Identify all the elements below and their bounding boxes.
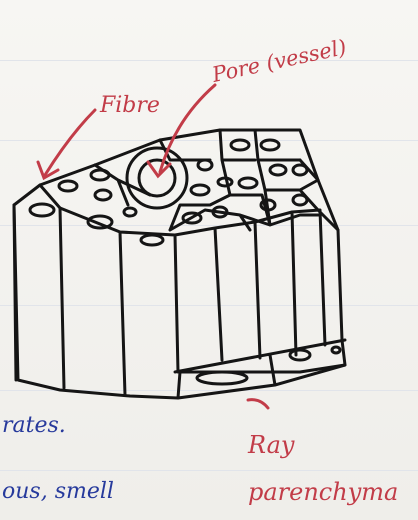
- cell-lumen: [196, 158, 214, 172]
- cell-lumen: [139, 233, 165, 247]
- ray-band: [173, 338, 347, 400]
- ray-label: Ray: [247, 431, 295, 459]
- fibre-label: Fibre: [99, 93, 160, 118]
- cell-lumen: [268, 163, 288, 177]
- ruled-line: [0, 305, 418, 306]
- cell-lumen: [211, 205, 229, 219]
- ray-cell-lumen: [288, 348, 312, 362]
- ray-cell-lumen: [195, 370, 249, 386]
- cell-lumen: [291, 193, 309, 207]
- ruled-line: [0, 470, 418, 471]
- cell-lumen: [93, 188, 113, 202]
- parenchyma-label: parenchyma: [248, 478, 398, 506]
- cell-lumen: [86, 214, 114, 230]
- pore-vessel-label: Pore (vessel): [209, 35, 348, 87]
- cell-lumen: [89, 168, 111, 182]
- cell-lumen: [259, 198, 277, 212]
- cell-lumen: [189, 183, 211, 197]
- cell-lumen: [216, 176, 234, 188]
- pore-arrow: [158, 83, 217, 174]
- ruled-line: [0, 225, 418, 226]
- ruled-line: [0, 60, 418, 61]
- ruled-line: [0, 140, 418, 141]
- vessel-pore-outer: [125, 146, 189, 210]
- note-fragment: ous, smell: [2, 479, 114, 504]
- ray-cell-lumen: [330, 345, 342, 355]
- top-cell-walls: [38, 128, 340, 232]
- cell-lumen: [259, 138, 281, 152]
- cell-lumen: [57, 179, 79, 193]
- pore-arrowhead: [146, 160, 172, 179]
- cell-lumen: [122, 206, 138, 218]
- cell-lumen: [229, 138, 251, 152]
- fibre-arrow: [43, 108, 97, 177]
- cell-lumen: [291, 163, 309, 177]
- vessel-pore-inner: [137, 158, 177, 198]
- cell-lumen: [28, 202, 56, 218]
- note-fragment: rates.: [2, 413, 66, 438]
- fibre-column-walls: [12, 203, 327, 397]
- fibre-arrowhead: [36, 160, 60, 181]
- ray-arrow: [246, 398, 270, 410]
- cell-lumen: [181, 211, 203, 225]
- cell-lumen: [237, 176, 259, 190]
- ruled-line: [0, 390, 418, 391]
